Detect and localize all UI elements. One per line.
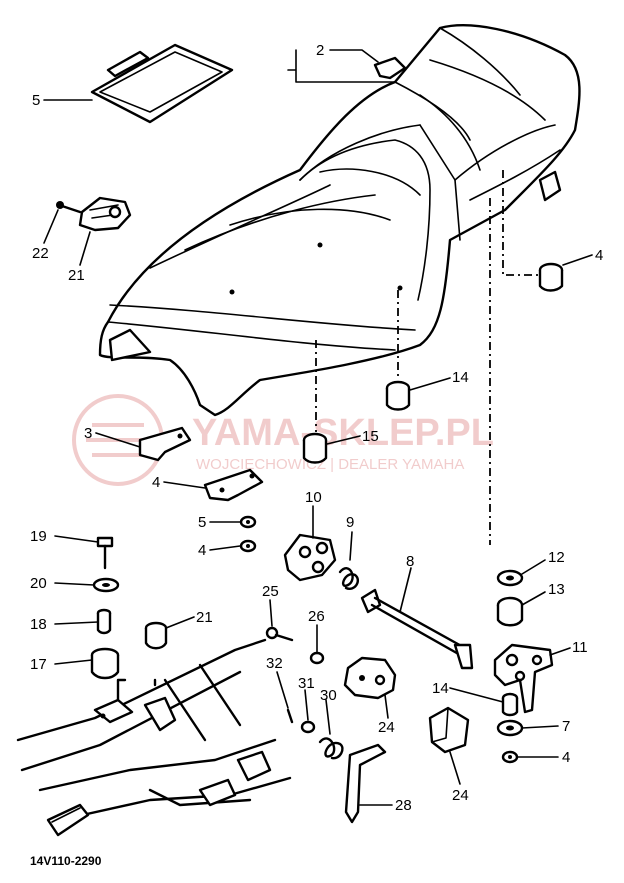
- part-14-damper: [496, 596, 524, 627]
- callout-28: 26: [308, 608, 325, 625]
- part-8-washer: [496, 719, 524, 737]
- callout-8: 7: [562, 718, 570, 735]
- assembly-lines: [315, 170, 540, 545]
- drawing-code: 14V110-2290: [30, 854, 102, 868]
- callout-4-right: 4: [562, 749, 570, 766]
- callout-14: 13: [548, 581, 565, 598]
- callout-29: 28: [395, 797, 412, 814]
- watermark-subtitle: WOJCIECHOWICZ | DEALER YAMAHA: [196, 456, 464, 473]
- part-18-damper: [90, 647, 120, 680]
- part-10-spring: [338, 567, 360, 590]
- part-31-washer: [300, 720, 316, 734]
- callout-19: 18: [30, 616, 47, 633]
- callout-16: 14: [452, 369, 469, 386]
- callout-6: 4: [595, 247, 603, 264]
- callout-31: 31: [298, 675, 315, 692]
- part-12-bracket: [283, 533, 337, 582]
- part-7-pad: [90, 43, 234, 124]
- part-17-damper: [302, 432, 328, 464]
- callout-26: 24: [378, 719, 395, 736]
- part-28-washer: [309, 651, 325, 665]
- part-26-lock-body: [343, 656, 397, 700]
- callout-20: 19: [30, 528, 47, 545]
- part-4-nut-left: [239, 539, 257, 553]
- callout-17: 15: [362, 428, 379, 445]
- seat-assembly: [98, 24, 581, 417]
- callout-27: 25: [262, 583, 279, 600]
- watermark: YAMA-SKLEP.PL WOJCIECHOWICZ | DEALER YAM…: [72, 394, 494, 486]
- callout-22: 21: [196, 609, 213, 626]
- callout-12: 10: [305, 489, 322, 506]
- callouts: 2 5 22 21 4 14 15 3 4 5 4 10 9: [30, 42, 603, 814]
- callout-7: 5: [32, 92, 40, 109]
- part-27-screw: [265, 626, 294, 642]
- part-6-damper: [538, 262, 564, 292]
- part-22-damper: [144, 621, 168, 650]
- part-3-bracket-upper: [138, 426, 192, 462]
- callout-15: 14: [432, 680, 449, 697]
- callout-9: 8: [406, 553, 414, 570]
- callout-11: 11: [572, 639, 588, 656]
- part-29-lever: [344, 743, 387, 824]
- part-16-damper: [385, 380, 411, 411]
- part-25-box: [428, 706, 470, 754]
- callout-18: 17: [30, 656, 47, 673]
- callout-32: 32: [266, 655, 283, 672]
- part-24-bolt: [56, 201, 82, 214]
- callout-10: 9: [346, 514, 354, 531]
- callout-3-lower: 4: [152, 474, 160, 491]
- callout-4-left: 4: [198, 542, 206, 559]
- part-9-lock-rod: [360, 588, 474, 670]
- part-20-bolt: [96, 536, 114, 570]
- part-11-bracket: [493, 643, 554, 714]
- frame-section: [16, 638, 292, 837]
- callout-13: 12: [548, 549, 565, 566]
- part-21-washer: [92, 577, 120, 593]
- callout-23: 21: [68, 267, 85, 284]
- watermark-title: YAMA-SKLEP.PL: [192, 412, 494, 454]
- callout-24: 22: [32, 245, 49, 262]
- part-19-collar: [96, 608, 112, 635]
- callout-5: 5: [198, 514, 206, 531]
- part-5-nut: [239, 515, 257, 529]
- part-13-washer: [496, 569, 524, 587]
- callout-2: 2: [316, 42, 324, 59]
- callout-3-upper: 3: [84, 425, 92, 442]
- part-15-collar: [501, 692, 519, 717]
- part-32-pin: [286, 708, 294, 724]
- part-23-seat-lock: [78, 196, 132, 232]
- part-30-spring: [318, 737, 344, 760]
- callout-30: 30: [320, 687, 337, 704]
- callout-25: 24: [452, 787, 469, 804]
- part-3-bracket-lower: [203, 468, 264, 502]
- part-4-nut-right: [501, 750, 519, 764]
- callout-21: 20: [30, 575, 47, 592]
